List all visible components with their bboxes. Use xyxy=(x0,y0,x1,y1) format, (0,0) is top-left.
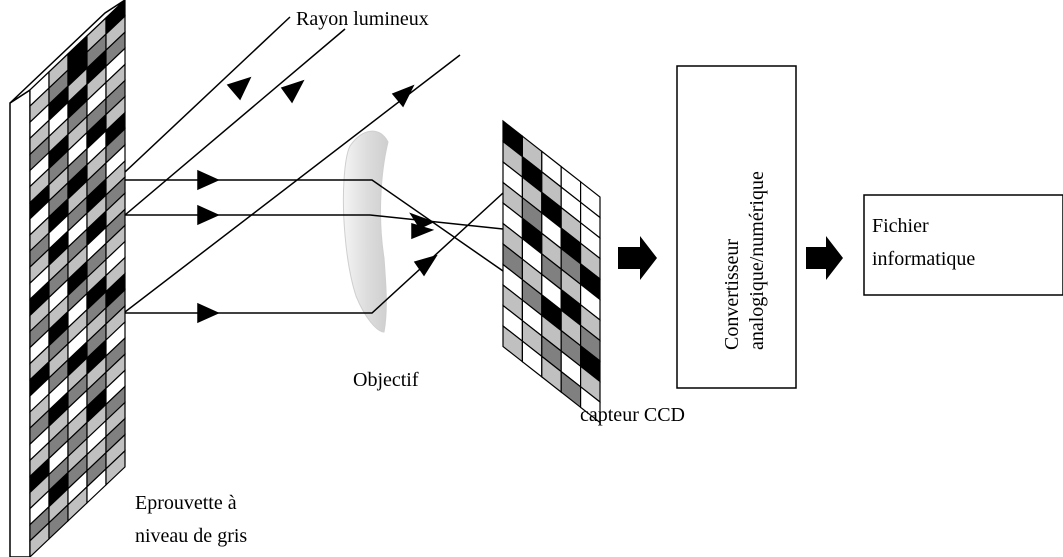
converter-label-line1: Convertisseur xyxy=(721,239,743,350)
light-ray-2 xyxy=(124,28,346,216)
objective-lens xyxy=(342,130,389,333)
light-ray-label: Rayon lumineux xyxy=(296,8,429,30)
ccd-cell-10-4 xyxy=(579,385,601,424)
converter-label-line2: analogique/numérique xyxy=(746,171,768,350)
reflected-ray-1 xyxy=(125,179,504,272)
arrow-to-converter xyxy=(618,236,657,280)
file-box xyxy=(863,194,1063,296)
ray-arrowhead-e xyxy=(411,222,435,240)
reflected-ray-2 xyxy=(125,214,504,230)
reflected-light-rays xyxy=(125,169,504,324)
incoming-light-rays xyxy=(124,16,461,313)
target-cell-28-4 xyxy=(105,449,126,487)
target-label-line1: Eprouvette à xyxy=(135,492,237,514)
light-ray-arrowhead-3 xyxy=(391,84,415,108)
reflected-ray-3 xyxy=(125,192,504,314)
grayscale-test-target xyxy=(9,0,126,557)
light-ray-1 xyxy=(124,16,291,173)
ray-arrowhead-b xyxy=(197,204,220,226)
arrow-to-file xyxy=(806,236,843,280)
ray-arrowhead-c xyxy=(197,302,220,324)
ccd-cells xyxy=(502,119,601,424)
light-ray-arrowhead-1 xyxy=(226,76,252,101)
ccd-sensor-label: capteur CCD xyxy=(580,404,685,426)
target-label-line2: niveau de gris xyxy=(135,525,247,547)
light-ray-arrowhead-2 xyxy=(280,79,305,104)
file-label-line2: informatique xyxy=(872,248,975,270)
target-cells xyxy=(29,0,126,557)
file-label-line1: Fichier xyxy=(872,215,929,237)
ray-arrowhead-d xyxy=(409,212,435,229)
ray-arrowhead-f xyxy=(413,254,438,277)
target-side-face xyxy=(9,88,31,557)
objective-label: Objectif xyxy=(353,369,419,391)
ccd-sensor xyxy=(502,119,601,424)
ray-arrowhead-a xyxy=(197,169,220,191)
converter-box xyxy=(676,65,797,389)
target-top-face xyxy=(9,0,126,104)
